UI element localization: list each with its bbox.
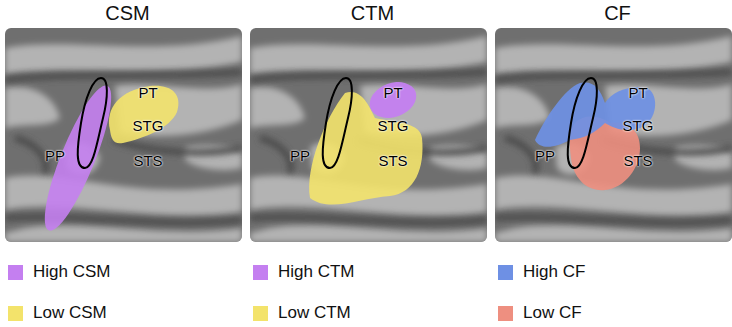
brain-panel <box>250 28 487 242</box>
legend-swatch <box>8 306 23 321</box>
region-label: PT <box>138 84 157 101</box>
gyrus-outline <box>568 78 597 168</box>
figure-panel: CTM <box>250 0 495 242</box>
region-label: STS <box>133 152 162 169</box>
region-label: STS <box>623 152 652 169</box>
brain-panel <box>495 28 732 242</box>
cortex-surface <box>250 28 487 242</box>
legend-entry: Low CTM <box>253 302 351 324</box>
legend-label: High CF <box>523 261 585 283</box>
high-region <box>535 82 655 146</box>
figure-panel: CSM <box>5 0 250 242</box>
figure-panel: CF <box>495 0 732 242</box>
legend-label: Low CF <box>523 302 582 324</box>
cortex-surface <box>495 28 732 242</box>
legend-entry: Low CF <box>498 302 582 324</box>
legend-entry: High CTM <box>253 261 355 283</box>
legend-label: High CSM <box>33 261 110 283</box>
legend-entry: High CSM <box>8 261 110 283</box>
legend-swatch <box>8 265 23 280</box>
region-label: STG <box>623 117 654 134</box>
region-label: STG <box>378 117 409 134</box>
legend-label: Low CTM <box>278 302 351 324</box>
brain-panel <box>5 28 242 242</box>
legend-swatch <box>498 306 513 321</box>
region-label: PP <box>45 147 65 164</box>
panel-title: CSM <box>5 1 250 25</box>
region-label: STG <box>133 117 164 134</box>
region-label: PP <box>290 147 310 164</box>
region-label: PP <box>535 147 555 164</box>
region-label: STS <box>378 152 407 169</box>
region-label: PT <box>628 84 647 101</box>
legend-swatch <box>498 265 513 280</box>
cortex-surface <box>5 28 242 242</box>
legend-entry: High CF <box>498 261 585 283</box>
legend-swatch <box>253 265 268 280</box>
legend-swatch <box>253 306 268 321</box>
region-label: PT <box>383 84 402 101</box>
legend-entry: Low CSM <box>8 302 107 324</box>
panel-title: CTM <box>250 1 495 25</box>
gyrus-outline <box>78 78 107 168</box>
legend-label: Low CSM <box>33 302 107 324</box>
legend-label: High CTM <box>278 261 355 283</box>
panel-title: CF <box>495 1 732 25</box>
gyrus-outline <box>323 78 352 168</box>
